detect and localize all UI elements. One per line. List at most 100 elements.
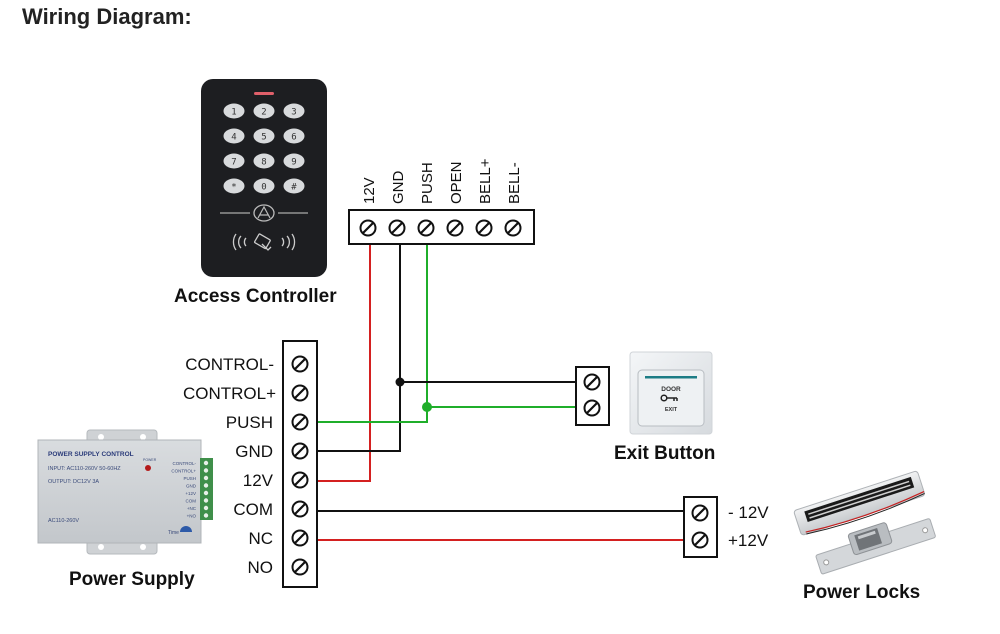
push-junction-dot [422,402,432,412]
keypad-key: # [283,178,305,194]
screw-terminal [291,471,309,489]
psu-device-power-label: POWER [143,458,157,462]
psu-device-time-label: Time [168,530,179,536]
psu-device-terminal-label: +12V [185,491,196,496]
wire-push-green [317,244,428,423]
psu-device-terminal-label: PUSH [183,476,196,481]
screw-terminal [291,413,309,431]
power-locks-device [793,470,936,575]
keypad-key: 0 [253,178,275,194]
psu-device-ac: AC110-260V [48,518,79,524]
psu-device-terminal-label: CONTROL+ [171,469,196,474]
screw-terminal [583,399,601,417]
exit-button-door-text: DOOR [661,386,681,393]
exit-button-device: DOOR EXIT [629,351,713,435]
screw-terminal [691,504,709,522]
keypad-key: 7 [223,153,245,169]
keypad-key: 5 [253,128,275,144]
keypad-key: 6 [283,128,305,144]
terminal-label-bell-plus: BELL+ [477,158,494,204]
keypad-key-label: 1 [231,108,236,118]
keypad-key-label: 4 [231,133,236,143]
exit-button-exit-text: EXIT [665,407,678,413]
lock-terminal-label-minus: - 12V [728,503,769,522]
keypad-key: 9 [283,153,305,169]
terminal-label-gnd: GND [390,171,407,205]
exit-terminal-block [575,366,610,426]
terminal-label-push: PUSH [226,413,273,432]
terminal-label-control-plus: CONTROL+ [183,384,276,403]
power-supply-terminal-labels: CONTROL- CONTROL+ PUSH GND 12V COM NC NO [183,355,276,577]
screw-terminal [583,373,601,391]
keypad-body [201,79,327,277]
screw-terminal [388,219,406,237]
keypad-key: 3 [283,103,305,119]
terminal-label-open: OPEN [448,161,465,204]
psu-device-terminal-label: +NO [187,514,197,519]
access-controller-terminal-labels: 12V GND PUSH OPEN BELL+ BELL- [361,158,523,204]
keypad-key-label: # [291,183,297,193]
terminal-label-bell-minus: BELL- [506,162,523,204]
power-supply-terminal-block [282,340,318,588]
psu-device-terminal-label: CONTROL- [173,461,197,466]
power-locks-caption: Power Locks [803,582,920,603]
magnetic-lock [793,470,925,536]
psu-device-input: INPUT: AC110-260V 50-60HZ [48,466,121,472]
psu-time-knob [180,526,192,532]
keypad-key-label: 2 [261,108,266,118]
psu-power-led [145,465,151,471]
lock-terminal-label-plus: +12V [728,531,769,550]
electric-strike [815,518,936,575]
access-controller-keypad: 1 2 3 4 5 6 7 8 9 * 0 # [201,79,327,277]
power-supply-device: POWER SUPPLY CONTROL INPUT: AC110-260V 5… [37,429,213,555]
screw-terminal [475,219,493,237]
keypad-key: 2 [253,103,275,119]
keypad-key-label: 9 [291,158,296,168]
bell-icon [253,204,275,222]
keypad-key: 4 [223,128,245,144]
terminal-label-control-minus: CONTROL- [185,355,274,374]
exit-button-caption: Exit Button [614,443,715,464]
lock-terminal-block [683,496,718,558]
access-controller-terminal-block [348,209,535,245]
psu-device-terminal-label: GND [186,484,197,489]
terminal-label-12v: 12V [243,471,274,490]
keypad-key-label: 5 [261,133,266,143]
power-supply-caption: Power Supply [69,569,195,590]
keypad-key: * [223,178,245,194]
screw-terminal [291,558,309,576]
screw-terminal [291,384,309,402]
psu-device-terminal-label: +NC [187,506,197,511]
psu-terminal-strip [200,458,213,520]
terminal-label-nc: NC [248,529,273,548]
key-icon [660,394,678,402]
screw-terminal [504,219,522,237]
keypad-key: 8 [253,153,275,169]
terminal-label-com: COM [233,500,273,519]
terminal-label-no: NO [248,558,274,577]
keypad-key-label: 3 [291,108,296,118]
gnd-junction-dot [395,377,405,387]
wire-gnd-black [317,244,401,452]
keypad-key-label: 8 [261,158,266,168]
keypad-keys: 1 2 3 4 5 6 7 8 9 * 0 # [223,103,305,194]
screw-terminal [359,219,377,237]
wire-12v-red [317,244,371,482]
screw-terminal [291,529,309,547]
access-controller-caption: Access Controller [174,286,337,307]
wires [317,244,684,541]
keypad-key: 1 [223,103,245,119]
screw-terminal [417,219,435,237]
terminal-label-gnd: GND [235,442,273,461]
terminal-label-12v: 12V [361,177,378,204]
screw-terminal [291,442,309,460]
keypad-key-label: * [231,183,236,193]
screw-terminal [291,500,309,518]
keypad-key-label: 6 [291,133,296,143]
terminal-label-push: PUSH [419,162,436,204]
screw-terminal [446,219,464,237]
screw-terminal [291,355,309,373]
psu-device-output: OUTPUT: DC12V 3A [48,479,99,485]
